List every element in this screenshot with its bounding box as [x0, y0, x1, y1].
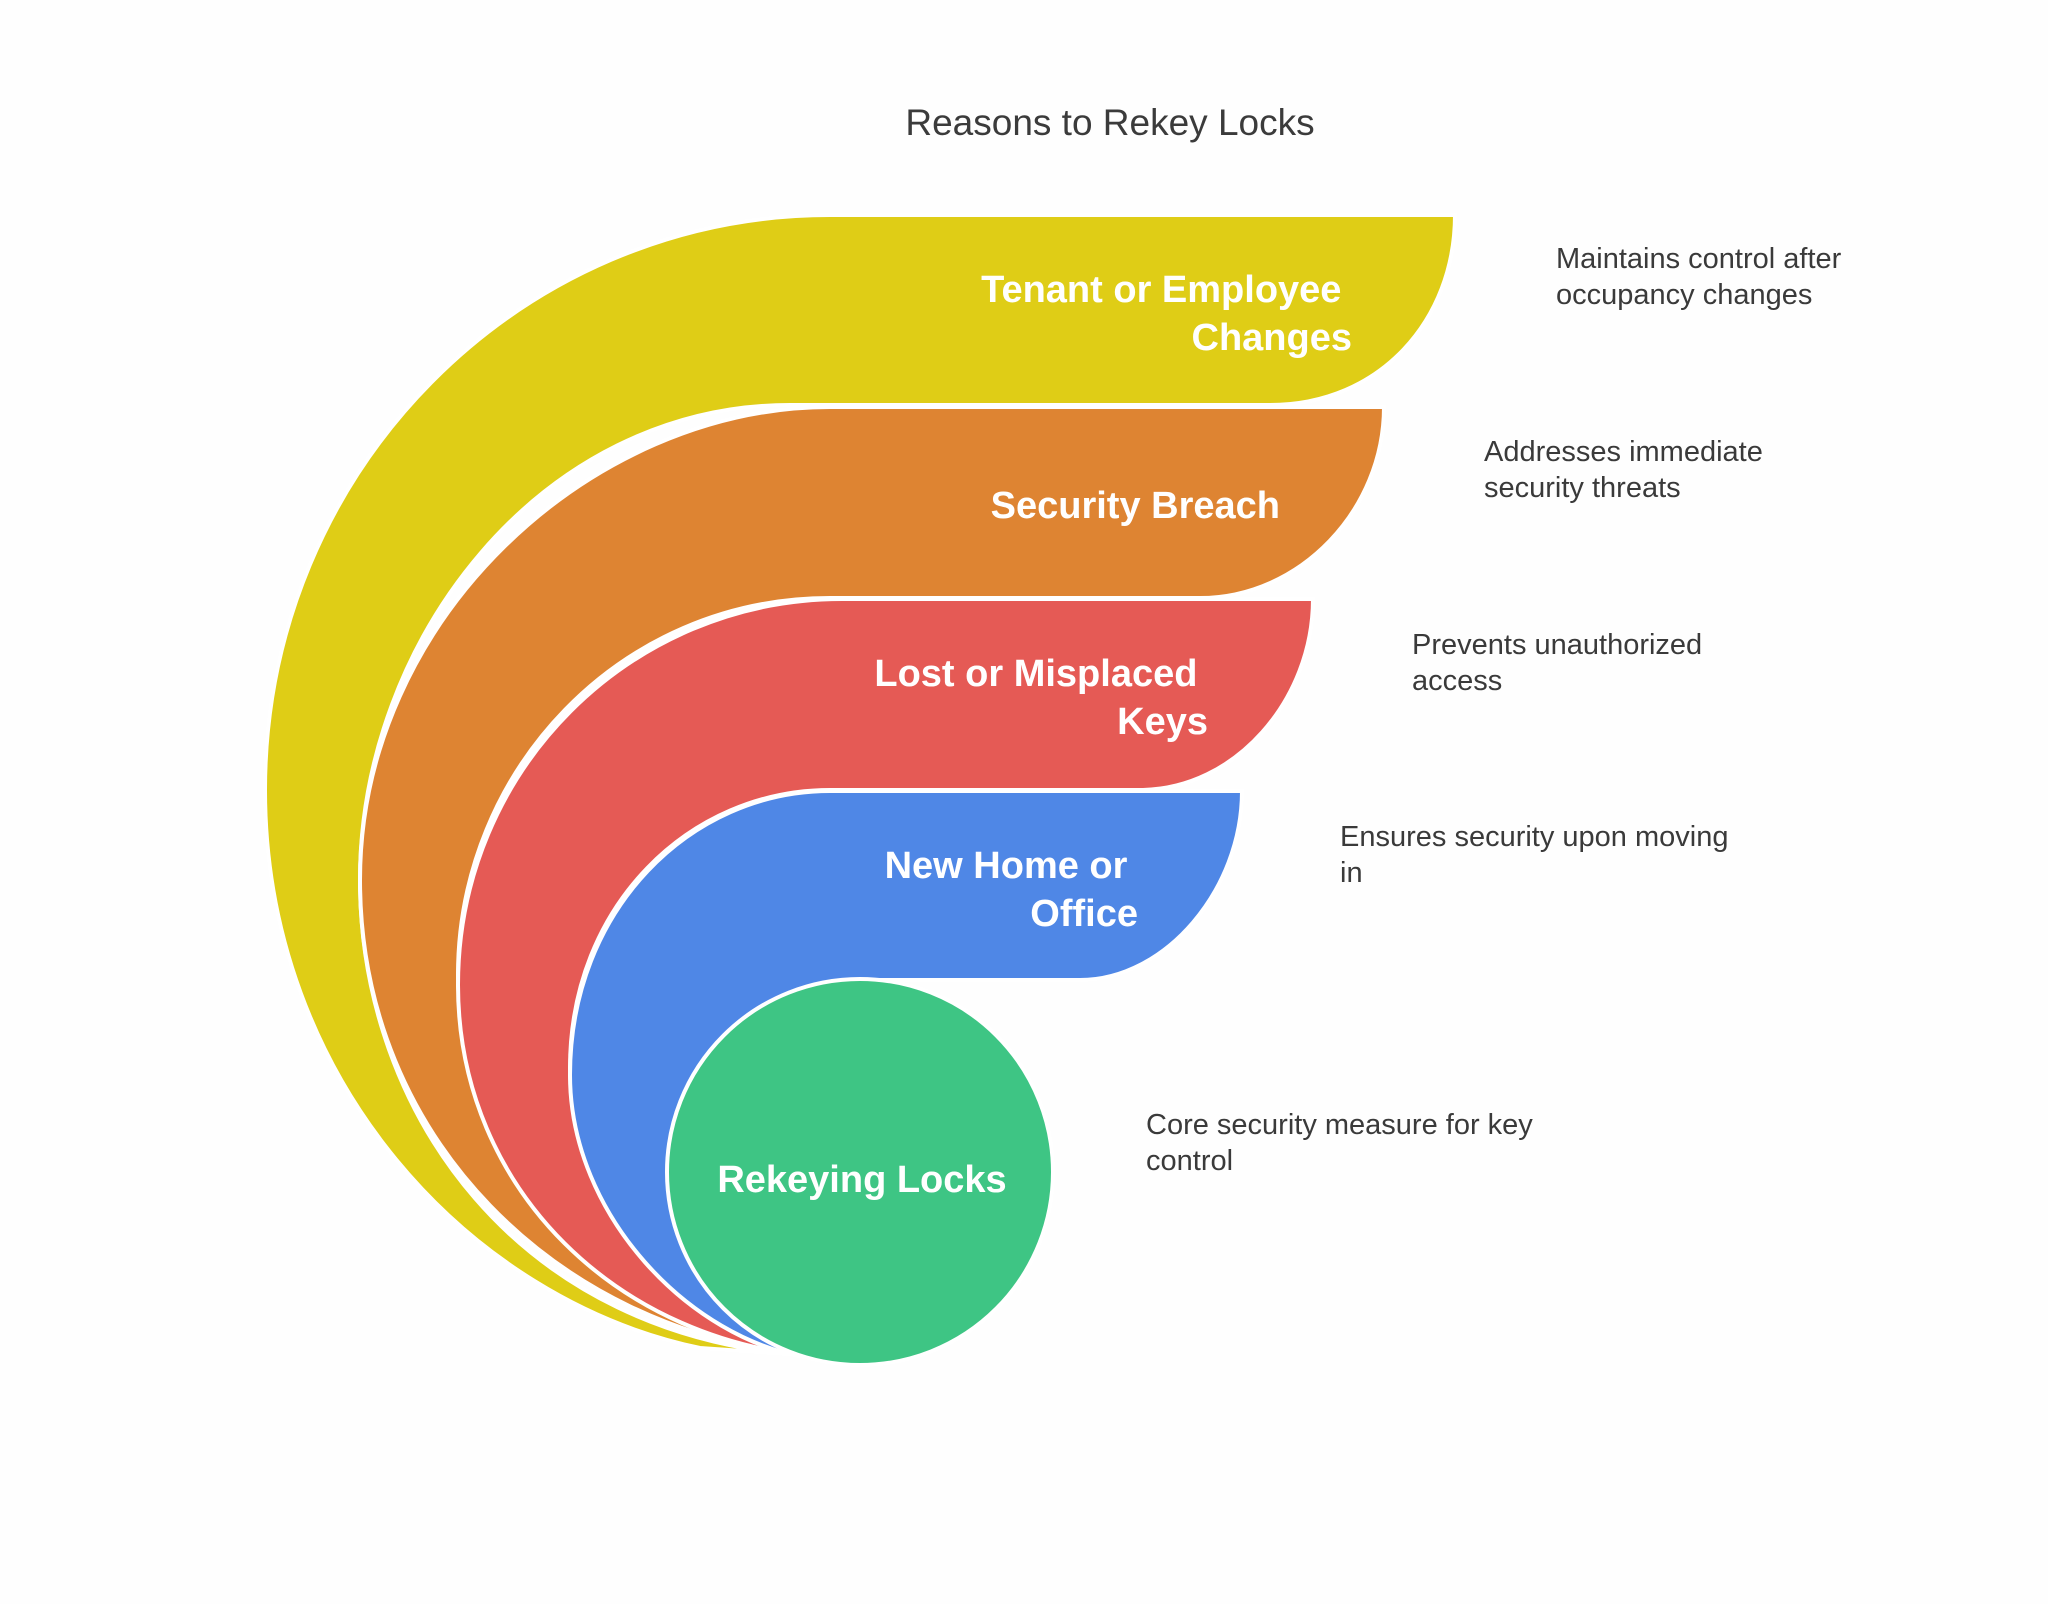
core-circle [665, 977, 1055, 1367]
desc-rekeying-locks: Core security measure for key control [1146, 1109, 1541, 1177]
label-breach-line-1: Security Breach [991, 485, 1280, 527]
label-tenant-line-2: Changes [1192, 317, 1352, 359]
desc-tenant-or-employee-changes: Maintains control after occupancy change… [1556, 243, 1849, 311]
label-new-home-or-office: New Home or Office [885, 845, 1138, 935]
desc-newhome-line-1: Ensures security upon moving [1340, 821, 1728, 853]
desc-lost-or-misplaced-keys: Prevents unauthorized access [1412, 629, 1710, 697]
label-tenant-line-1: Tenant or Employee [981, 269, 1341, 311]
desc-new-home-or-office: Ensures security upon moving in [1340, 821, 1737, 889]
label-rekeying-locks: Rekeying Locks [717, 1159, 1006, 1201]
desc-core-line-2: control [1146, 1145, 1233, 1177]
label-tenant-or-employee-changes: Tenant or Employee Changes [981, 269, 1352, 359]
desc-lost-line-1: Prevents unauthorized [1412, 629, 1702, 661]
band-tenant-or-employee-changes [262, 213, 1458, 1358]
label-lost-or-misplaced-keys: Lost or Misplaced Keys [874, 653, 1208, 743]
label-newhome-line-2: Office [1030, 893, 1138, 935]
label-newhome-line-1: New Home or [885, 845, 1128, 887]
desc-newhome-line-2: in [1340, 857, 1363, 889]
label-lost-line-1: Lost or Misplaced [874, 653, 1197, 695]
desc-tenant-line-2: occupancy changes [1556, 279, 1812, 311]
diagram-title: Reasons to Rekey Locks [905, 102, 1314, 143]
desc-tenant-line-1: Maintains control after [1556, 243, 1842, 275]
desc-lost-line-2: access [1412, 665, 1502, 697]
label-security-breach: Security Breach [991, 485, 1280, 527]
desc-core-line-1: Core security measure for key [1146, 1109, 1533, 1141]
desc-security-breach: Addresses immediate security threats [1484, 436, 1771, 504]
desc-breach-line-2: security threats [1484, 472, 1681, 504]
label-lost-line-2: Keys [1117, 701, 1208, 743]
desc-breach-line-1: Addresses immediate [1484, 436, 1763, 468]
